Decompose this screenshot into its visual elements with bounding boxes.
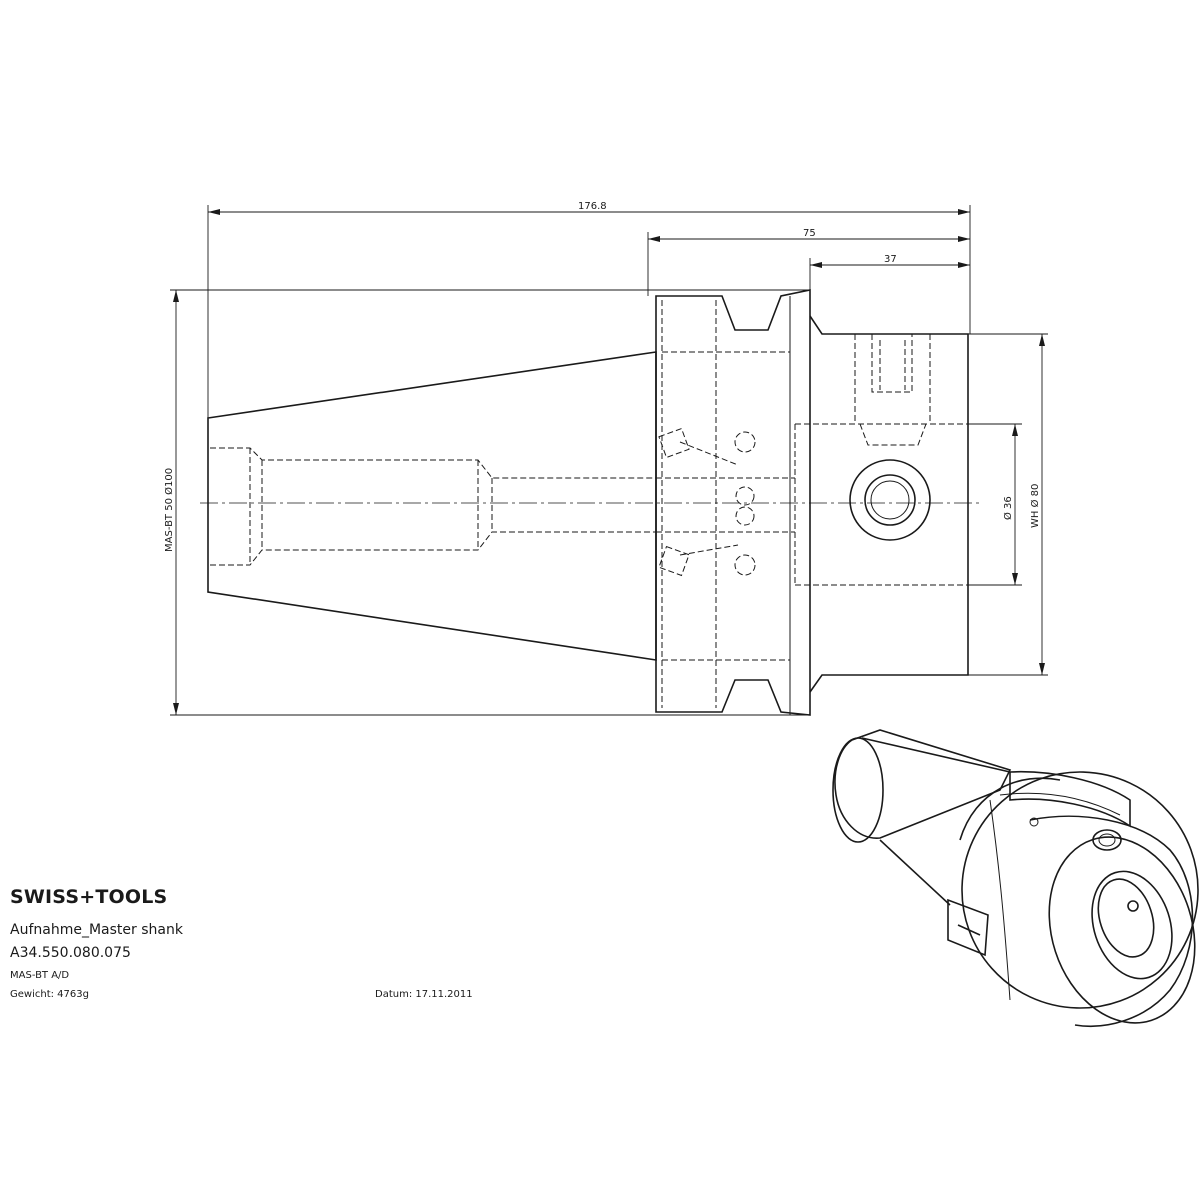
dim-outer-diameter: WH Ø 80: [1029, 484, 1041, 528]
tool-holder-side-view: [207, 289, 969, 716]
article-number: A34.550.080.075: [10, 945, 131, 961]
dim-bore-length: 37: [884, 254, 897, 265]
part-name: Aufnahme_Master shank: [10, 922, 183, 938]
side-screw: [849, 459, 931, 541]
tool-holder-3d-view: [832, 729, 1199, 1028]
holder-type: MAS-BT A/D: [10, 970, 70, 981]
date: Datum: 17.11.2011: [375, 989, 473, 1000]
dimension-lines: [170, 205, 1048, 716]
company-logo: SWISS+TOOLS: [10, 886, 168, 908]
weight: Gewicht: 4763g: [10, 989, 89, 1000]
hidden-lines: [210, 300, 968, 708]
dim-taper-diameter: MAS-BT 50 Ø100: [163, 468, 175, 552]
dim-overall-length: 176.8: [578, 201, 607, 212]
dim-bore-diameter: Ø 36: [1002, 496, 1014, 520]
dim-head-length: 75: [803, 228, 816, 239]
